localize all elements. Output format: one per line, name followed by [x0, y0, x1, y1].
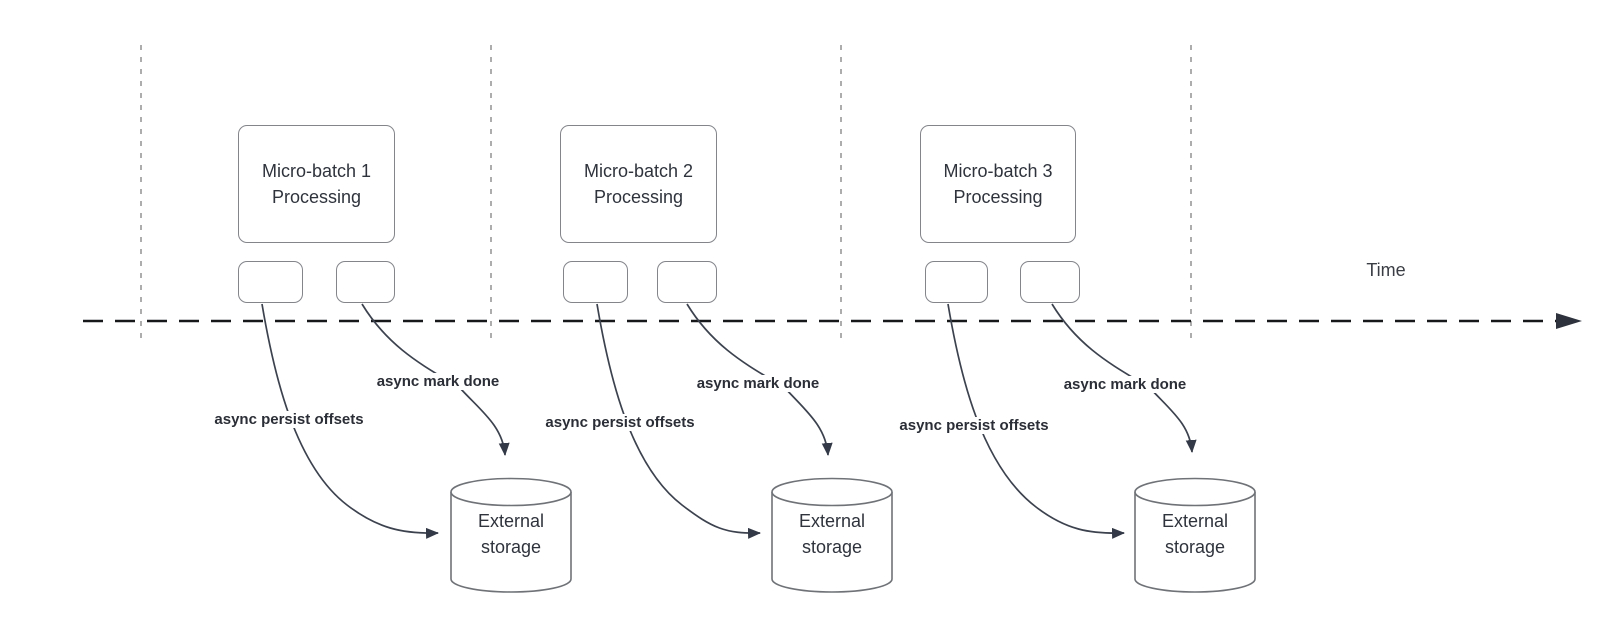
persist-offsets-label-1: async persist offsets — [211, 411, 367, 428]
mark-done-task-chip-2 — [657, 261, 717, 303]
micro-batch-1-box: Micro-batch 1 Processing — [238, 125, 395, 243]
mark-done-label-2: async mark done — [693, 375, 823, 392]
persist-task-chip-3 — [925, 261, 988, 303]
external-storage-label-1: External storage — [477, 511, 545, 558]
external-storage-cylinder-1 — [450, 477, 572, 593]
external-storage-cylinder-2 — [771, 477, 893, 593]
persist-task-chip-2 — [563, 261, 628, 303]
mark-done-label-3: async mark done — [1060, 376, 1190, 393]
external-storage-cylinder-3 — [1134, 477, 1256, 593]
micro-batch-3-box: Micro-batch 3 Processing — [920, 125, 1076, 243]
external-storage-label-3: External storage — [1161, 511, 1229, 558]
persist-offsets-label-3: async persist offsets — [896, 417, 1052, 434]
persist-offsets-arrow-1 — [261, 303, 439, 539]
time-axis-label: Time — [1366, 260, 1406, 280]
micro-batch-2-title: Micro-batch 2 Processing — [583, 160, 694, 207]
persist-offsets-label-2: async persist offsets — [542, 414, 698, 431]
external-storage-label-2: External storage — [798, 511, 866, 558]
micro-batch-3-title: Micro-batch 3 Processing — [943, 160, 1053, 207]
mark-done-task-chip-3 — [1020, 261, 1080, 303]
persist-offsets-arrow-2 — [596, 303, 761, 539]
time-axis-arrowhead-icon — [1556, 313, 1582, 329]
micro-batch-2-box: Micro-batch 2 Processing — [560, 125, 717, 243]
mark-done-task-chip-1 — [336, 261, 395, 303]
micro-batch-1-title: Micro-batch 1 Processing — [261, 160, 372, 207]
persist-task-chip-1 — [238, 261, 303, 303]
persist-offsets-arrow-3 — [947, 303, 1125, 539]
mark-done-label-1: async mark done — [373, 373, 503, 390]
